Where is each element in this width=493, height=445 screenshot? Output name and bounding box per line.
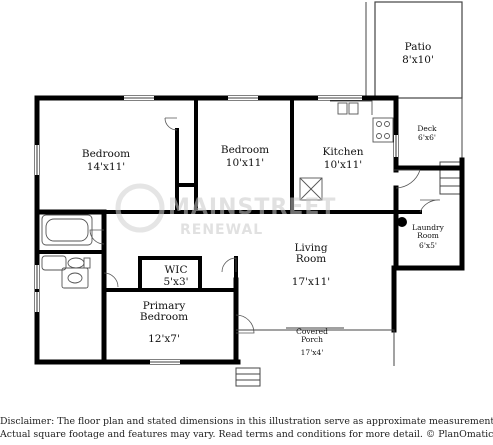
porch-dims: 17'x4' [301,348,324,357]
bedroom-2-name: Bedroom [221,144,269,156]
porch [235,329,395,387]
disclaimer-line-1: Disclaimer: The floor plan and stated di… [0,416,493,427]
disclaimer-line-2: Actual square footage and features may v… [0,428,493,440]
windows [35,96,398,364]
bedroom-1-name: Bedroom [82,148,130,160]
bedroom-2-dims: 10'x11' [226,157,264,169]
bedroom-1-dims: 14'x11' [87,161,125,173]
svg-text:RENEWAL: RENEWAL [180,222,263,238]
kitchen-name: Kitchen [322,146,363,158]
patio-dims: 8'x10' [402,54,434,66]
svg-text:MAINSTREET: MAINSTREET [168,195,336,220]
water-heater [397,217,407,227]
bathroom-fixtures [41,214,93,289]
door-swings [89,117,441,334]
disclaimer: Disclaimer: The floor plan and stated di… [0,416,493,441]
laundry-dims: 6'x5' [419,241,437,250]
deck-dims: 6'x6' [418,133,436,142]
primary-dims: 12'x7' [148,333,180,345]
patio-name: Patio [405,41,432,53]
deck-name: Deck [417,124,437,133]
wic-name: WIC [165,264,188,276]
exterior-walls [34,95,465,365]
wic-dims: 5'x3' [163,276,188,288]
interior-walls [35,96,422,292]
kitchen-dims: 10'x11' [324,159,362,171]
watermark: MAINSTREET RENEWAL [115,183,336,238]
living-dims: 17'x11' [292,276,330,288]
deck [395,97,463,210]
room-labels: Patio 8'x10' Bedroom 14'x11' Bedroom 10'… [82,41,445,357]
kitchen-fixtures [299,100,394,201]
